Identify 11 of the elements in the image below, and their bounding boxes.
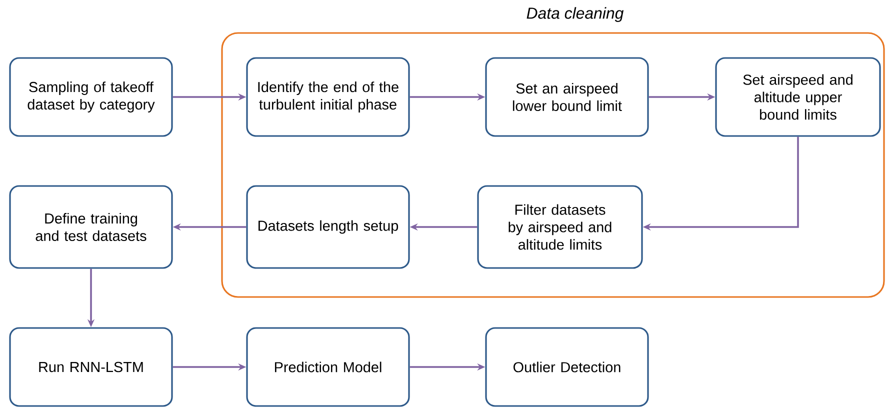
process-box: Define training and test datasets	[9, 185, 173, 269]
process-box: Prediction Model	[246, 327, 410, 407]
process-box: Outlier Detection	[485, 327, 649, 407]
process-box: Datasets length setup	[246, 185, 410, 269]
process-box: Identify the end of the turbulent initial phase	[246, 57, 410, 137]
process-box: Run RNN-LSTM	[9, 327, 173, 407]
process-box: Sampling of takeoff dataset by category	[9, 57, 173, 137]
process-box: Filter datasets by airspeed and altitude limits	[477, 185, 643, 269]
process-box: Set airspeed and altitude upper bound limits	[715, 57, 881, 137]
group-title: Data cleaning	[526, 7, 624, 22]
process-box: Set an airspeed lower bound limit	[485, 57, 649, 137]
